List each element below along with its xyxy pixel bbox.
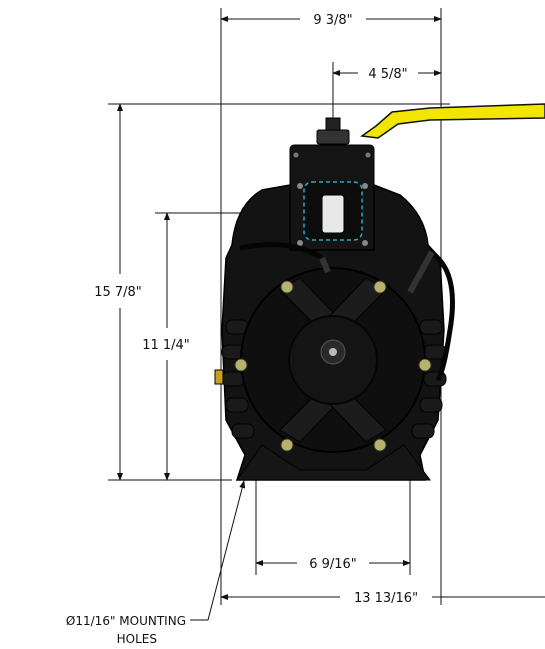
- callout-mounting-holes-line1: Ø11/16" MOUNTING: [66, 614, 186, 628]
- dim-shaft-height: 11 1/4": [142, 338, 190, 353]
- mounting-feet: [236, 444, 431, 481]
- cover-bolts: [234, 280, 432, 452]
- dim-shaft-to-edge: 4 5/8": [368, 67, 407, 82]
- dimension-lines: [117, 16, 545, 621]
- pump-illustration: [214, 103, 545, 481]
- dim-mount-spacing: 6 9/16": [309, 557, 357, 572]
- valve-handle: [360, 103, 545, 139]
- dim-overall-height: 15 7/8": [94, 285, 142, 300]
- hose-right: [428, 249, 455, 382]
- dim-overall-length: 13 13/16": [354, 591, 418, 606]
- dim-overall-width: 9 3/8": [313, 13, 352, 28]
- hose-left: [239, 242, 324, 261]
- callout-mounting-holes-line2: HOLES: [117, 632, 157, 646]
